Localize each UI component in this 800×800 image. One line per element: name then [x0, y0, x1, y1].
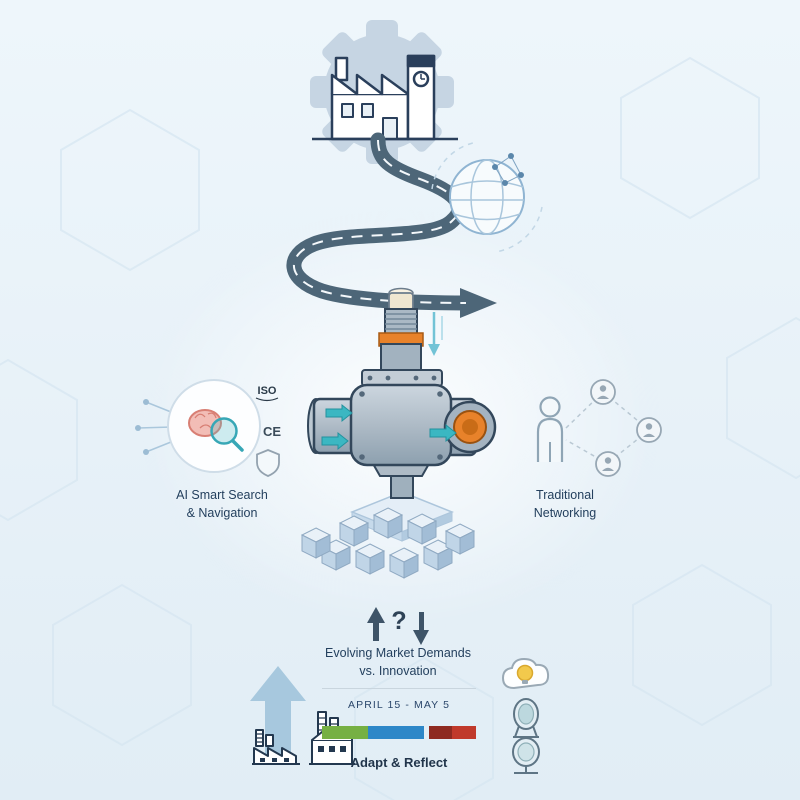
market-demands-line2: vs. Innovation [359, 663, 437, 678]
ai-search-feature: ISO CE [135, 379, 281, 477]
timeline-segment-red [452, 726, 476, 739]
shield-icon [256, 449, 280, 477]
iso-badge: ISO [255, 385, 279, 402]
traditional-networking-feature [536, 379, 662, 477]
question-mark: ? [391, 607, 407, 635]
stroke-indicator-arrow [428, 312, 443, 356]
timeline-segment-blue [368, 726, 424, 739]
network-dots [135, 399, 149, 455]
magnifier-icon [210, 417, 238, 445]
timeline-segment-green [322, 726, 368, 739]
down-arrow-icon [413, 612, 429, 645]
cloud-lightbulb-icon [501, 657, 550, 690]
globe-network-icon [431, 141, 543, 253]
factory-small-icon [252, 729, 300, 765]
valve-actuator [378, 287, 424, 373]
ce-mark: CE [263, 424, 281, 439]
timeline-segment-dark-red [429, 726, 452, 739]
brain-search-icon [188, 409, 244, 452]
market-arrows [367, 607, 429, 645]
flow-arrow-icons [321, 403, 457, 451]
mirror-icon-round [513, 698, 539, 738]
market-demands-label: Evolving Market Demands vs. Innovation [295, 645, 501, 680]
date-range-label: APRIL 15 - MAY 5 [347, 699, 451, 711]
market-demands-line1: Evolving Market Demands [325, 646, 471, 660]
ai-search-label-line1: AI Smart Search [176, 488, 268, 502]
mirror-icon-oval [512, 737, 540, 774]
traditional-networking-line2: Networking [533, 505, 597, 520]
iso-badge-text: ISO [258, 385, 277, 397]
adapt-reflect-label: Adapt & Reflect [350, 755, 448, 770]
traditional-networking-line1: Traditional [536, 488, 594, 502]
ai-search-label-line2: & Navigation [186, 505, 258, 520]
traditional-networking-label: Traditional Networking [492, 487, 638, 522]
person-icon [536, 396, 564, 462]
industrial-valve-illustration [307, 287, 497, 499]
factory-icon [312, 54, 458, 141]
timeline-bar [322, 726, 476, 739]
winding-road-arrow [286, 132, 497, 318]
timeline-divider [322, 688, 476, 689]
ai-search-label: AI Smart Search & Navigation [134, 487, 310, 522]
lightbulb-icon [516, 664, 534, 682]
up-arrow-icon [367, 607, 385, 641]
growth-arrow-icon [250, 666, 306, 762]
